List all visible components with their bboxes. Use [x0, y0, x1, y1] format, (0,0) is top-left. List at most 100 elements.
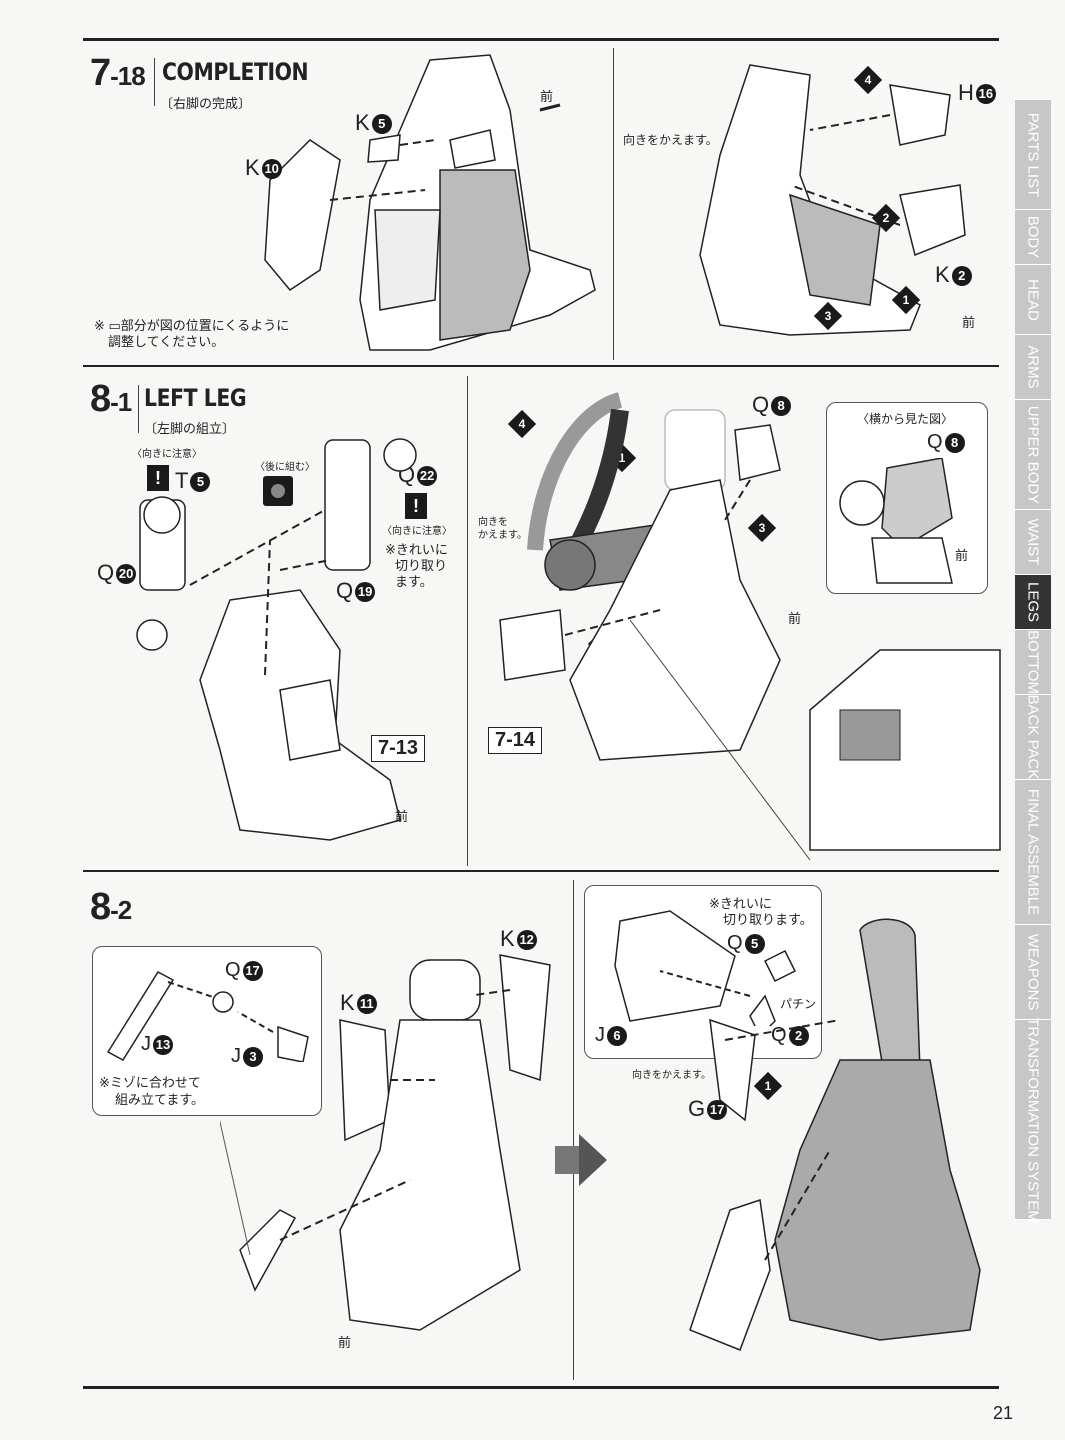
label-letter: H — [958, 80, 974, 105]
clean-note-a: ※きれいに — [709, 896, 772, 911]
sidebar-tab-label: TRANSFORMATION SYSTEM — [1024, 1016, 1042, 1223]
label-letter: K — [355, 110, 370, 135]
label-letter: Q — [752, 392, 770, 417]
label-circle: 16 — [975, 84, 996, 105]
sidebar-tab-label: PARTS LIST — [1024, 112, 1042, 197]
label-circle: 17 — [707, 1100, 728, 1121]
label-letter: J — [231, 1045, 241, 1067]
divider-2 — [83, 870, 999, 872]
step-num-main: 8 — [90, 378, 111, 420]
adjust-note-line-1: ※ ▭部分が図の位置にくるように — [94, 318, 290, 333]
leg-armor-assembly-drawing — [220, 954, 551, 1331]
label-circle: 2 — [951, 266, 972, 287]
warning-icon-2: ! — [405, 493, 427, 519]
completion-right-leg-drawing — [264, 54, 596, 351]
sidebar-tab-label: ARMS — [1024, 345, 1042, 389]
label-circle: 10 — [261, 159, 282, 180]
groove-note-1: ※ミゾに合わせて — [99, 1075, 201, 1090]
label-circle: 5 — [744, 933, 765, 954]
left-leg-knee-drawing — [499, 392, 1001, 861]
step-8-2-number: 8-2 — [90, 886, 132, 929]
step-badge-2: 2 — [871, 203, 901, 233]
step-8-1-title: LEFT LEG — [144, 384, 247, 412]
label-letter: K — [935, 262, 950, 287]
left-leg-assembly-drawing — [136, 438, 417, 841]
clean-note-2: 切り取り — [395, 558, 448, 573]
label-circle: 11 — [356, 994, 377, 1015]
label-letter: G — [688, 1096, 706, 1121]
turn-note-1: 向きを — [478, 517, 508, 528]
clean-note-3: ます。 — [395, 574, 433, 589]
sidebar-tab-arms: ARMS — [1015, 335, 1051, 400]
caution-orientation-2: 〈向きに注意〉 — [382, 526, 452, 537]
sidebar-tab-label: HEAD — [1024, 278, 1042, 321]
sidebar-tab-label: LEGS — [1024, 581, 1042, 623]
label-letter: Q — [225, 959, 241, 981]
sidebar-tab-transformation-system: TRANSFORMATION SYSTEM — [1015, 1016, 1051, 1223]
warning-icon: ! — [147, 465, 169, 491]
label-letter: T — [175, 468, 189, 493]
label-circle: 6 — [607, 1025, 627, 1046]
step-badge-1: 1 — [891, 285, 921, 315]
ref-box-7-13: 7-13 — [371, 735, 426, 762]
label-circle: 13 — [153, 1034, 173, 1055]
label-letter: Q — [336, 578, 354, 603]
sidebar-tab-upper-body: UPPER BODY — [1015, 400, 1051, 510]
step-7-18-subtitle: 〔右脚の完成〕 — [160, 96, 252, 111]
step-num-sub: -2 — [110, 895, 132, 925]
sidebar-tab-label: UPPER BODY — [1024, 405, 1042, 504]
completed-left-leg-drawing — [689, 918, 981, 1351]
step-badge-4: 4 — [853, 65, 883, 95]
label-circle: 8 — [771, 396, 792, 417]
step-8-1-number: 8-1 — [90, 378, 132, 421]
bottom-rule — [83, 1386, 999, 1389]
label-letter: K — [500, 926, 515, 951]
vsep-1 — [613, 48, 614, 360]
knee-armor-drawing — [614, 910, 797, 1026]
pachin-sound: パチン — [780, 997, 817, 1011]
step-7-18-bar — [154, 58, 155, 106]
step-num-sub: -18 — [110, 61, 146, 91]
label-circle: 8 — [944, 432, 965, 453]
label-letter: K — [340, 990, 355, 1015]
caution-back: 〈後に組む〉 — [255, 462, 315, 473]
groove-note-2: 組み立てます。 — [115, 1092, 205, 1107]
clean-note-b: 切り取ります。 — [723, 912, 813, 927]
label-letter: K — [245, 155, 260, 180]
mae-label-5: 前 — [338, 1335, 352, 1350]
divider-1 — [83, 365, 999, 367]
step-num-sub: -1 — [110, 387, 132, 417]
joint-drawing — [106, 971, 309, 1062]
label-circle: 19 — [355, 582, 376, 603]
label-letter: Q — [97, 560, 115, 585]
caution-orientation-1: 〈向きに注意〉 — [132, 449, 202, 460]
label-circle: 20 — [116, 564, 137, 585]
ref-box-7-14: 7-14 — [488, 727, 543, 754]
step-num-main: 8 — [90, 886, 111, 928]
sidebar-tab-label: BOTTOM — [1024, 630, 1042, 694]
label-letter: J — [595, 1024, 605, 1046]
label-letter: Q — [727, 932, 743, 954]
vsep-3 — [573, 880, 574, 1380]
sidebar-tab-label: WEAPONS — [1024, 933, 1042, 1011]
top-rule — [83, 38, 999, 41]
step-8-1-bar — [138, 385, 139, 433]
step-7-18-title: COMPLETION — [162, 58, 309, 86]
mae-label-2: 前 — [962, 315, 976, 330]
